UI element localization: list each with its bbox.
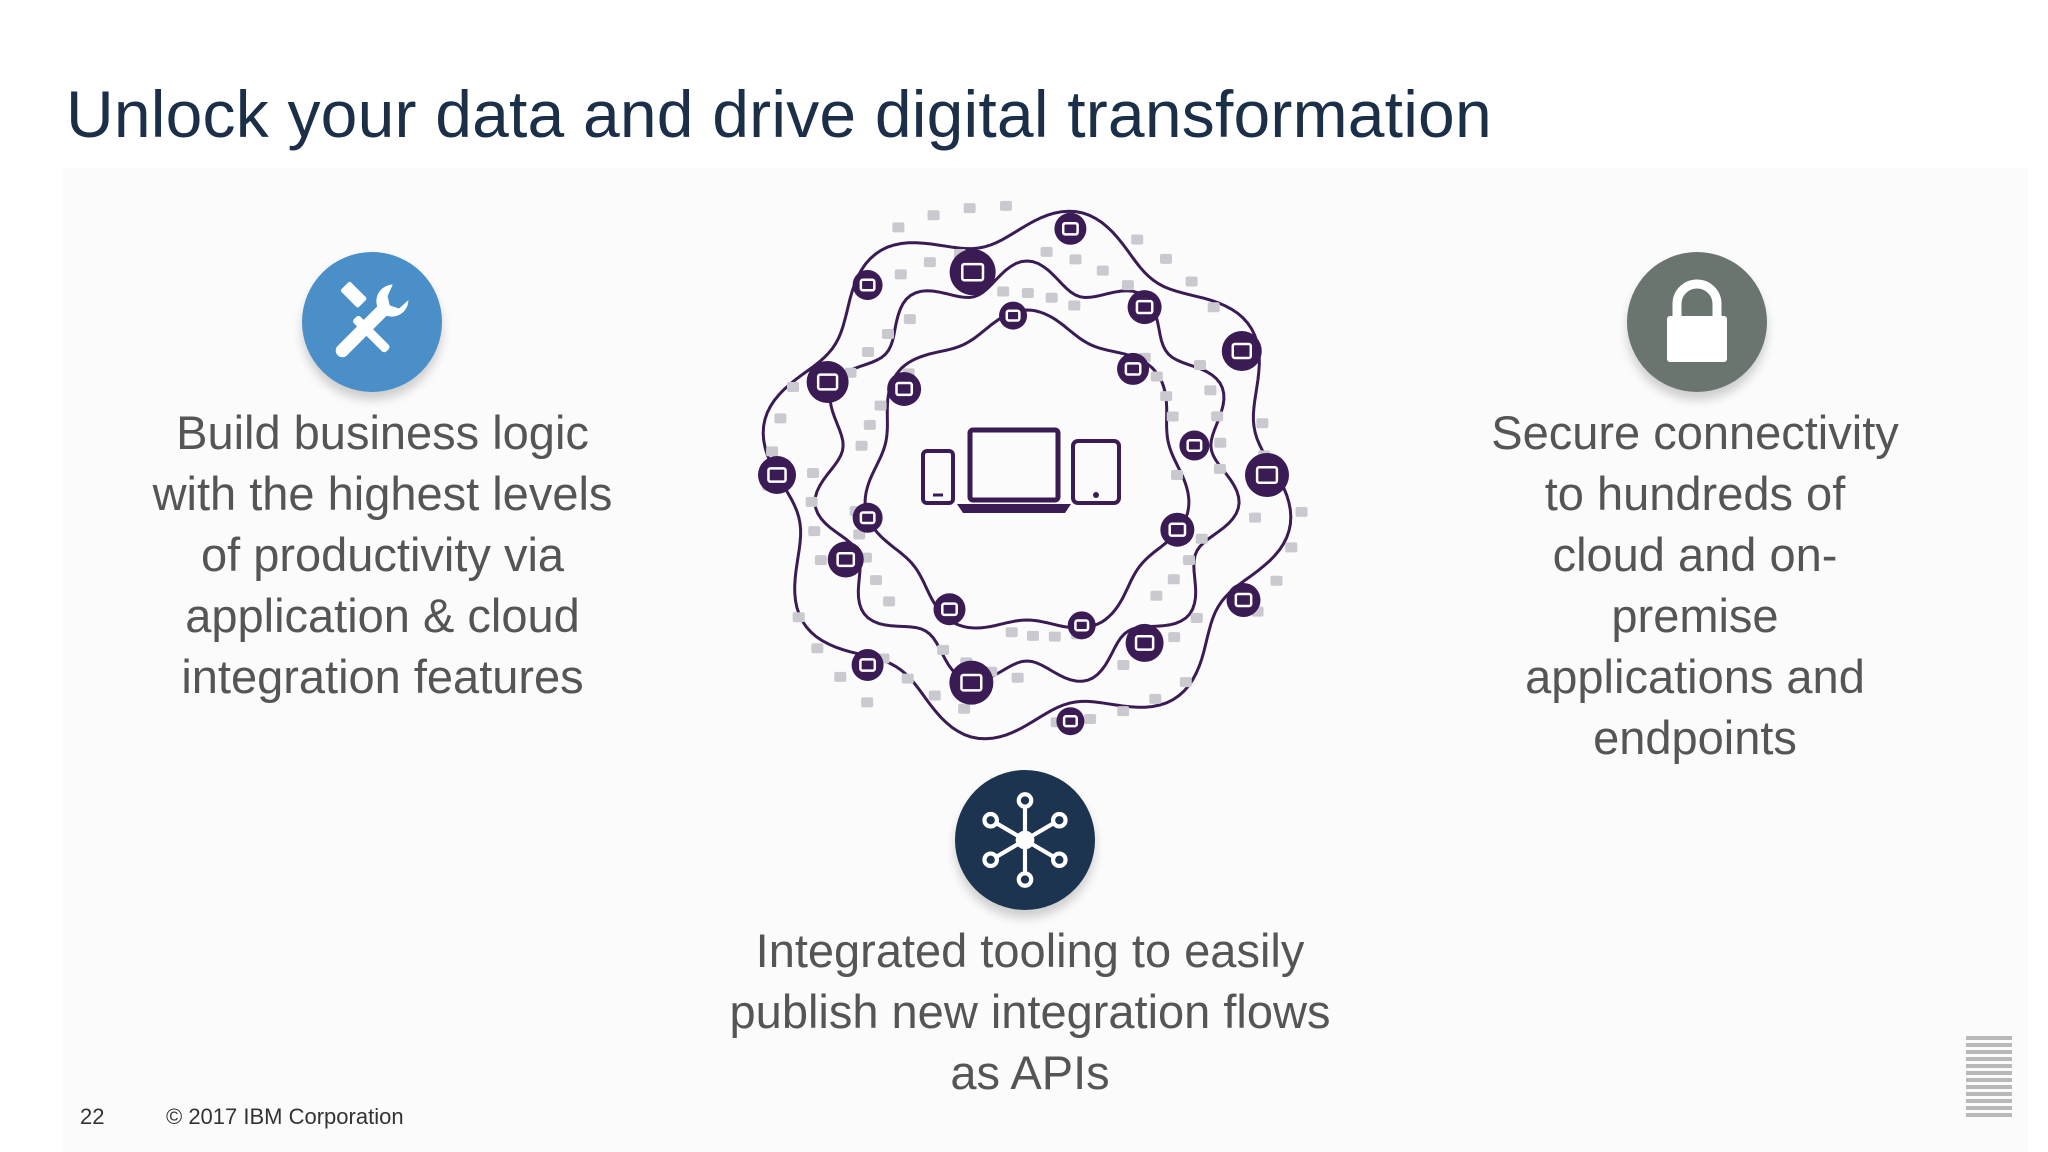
slide-title: Unlock your data and drive digital trans… <box>66 77 1492 151</box>
connected-devices-icon <box>758 200 1308 741</box>
feature-text-integrated-tooling: Integrated tooling to easily publish new… <box>729 924 1331 1099</box>
copyright: © 2017 IBM Corporation <box>166 1104 404 1129</box>
lock-icon <box>1627 252 1767 392</box>
feature-text-secure-connectivity: Secure connectivity to hundreds of cloud… <box>1491 406 1899 764</box>
tools-icon <box>302 252 442 392</box>
network-hub-icon <box>955 770 1095 910</box>
feature-text-build-logic: Build business logic with the highest le… <box>152 406 613 703</box>
ibm-logo-icon <box>1966 1036 2012 1117</box>
page-number: 22 <box>80 1104 105 1129</box>
devices-group <box>921 427 1121 513</box>
social-icon-ring <box>758 200 1308 741</box>
